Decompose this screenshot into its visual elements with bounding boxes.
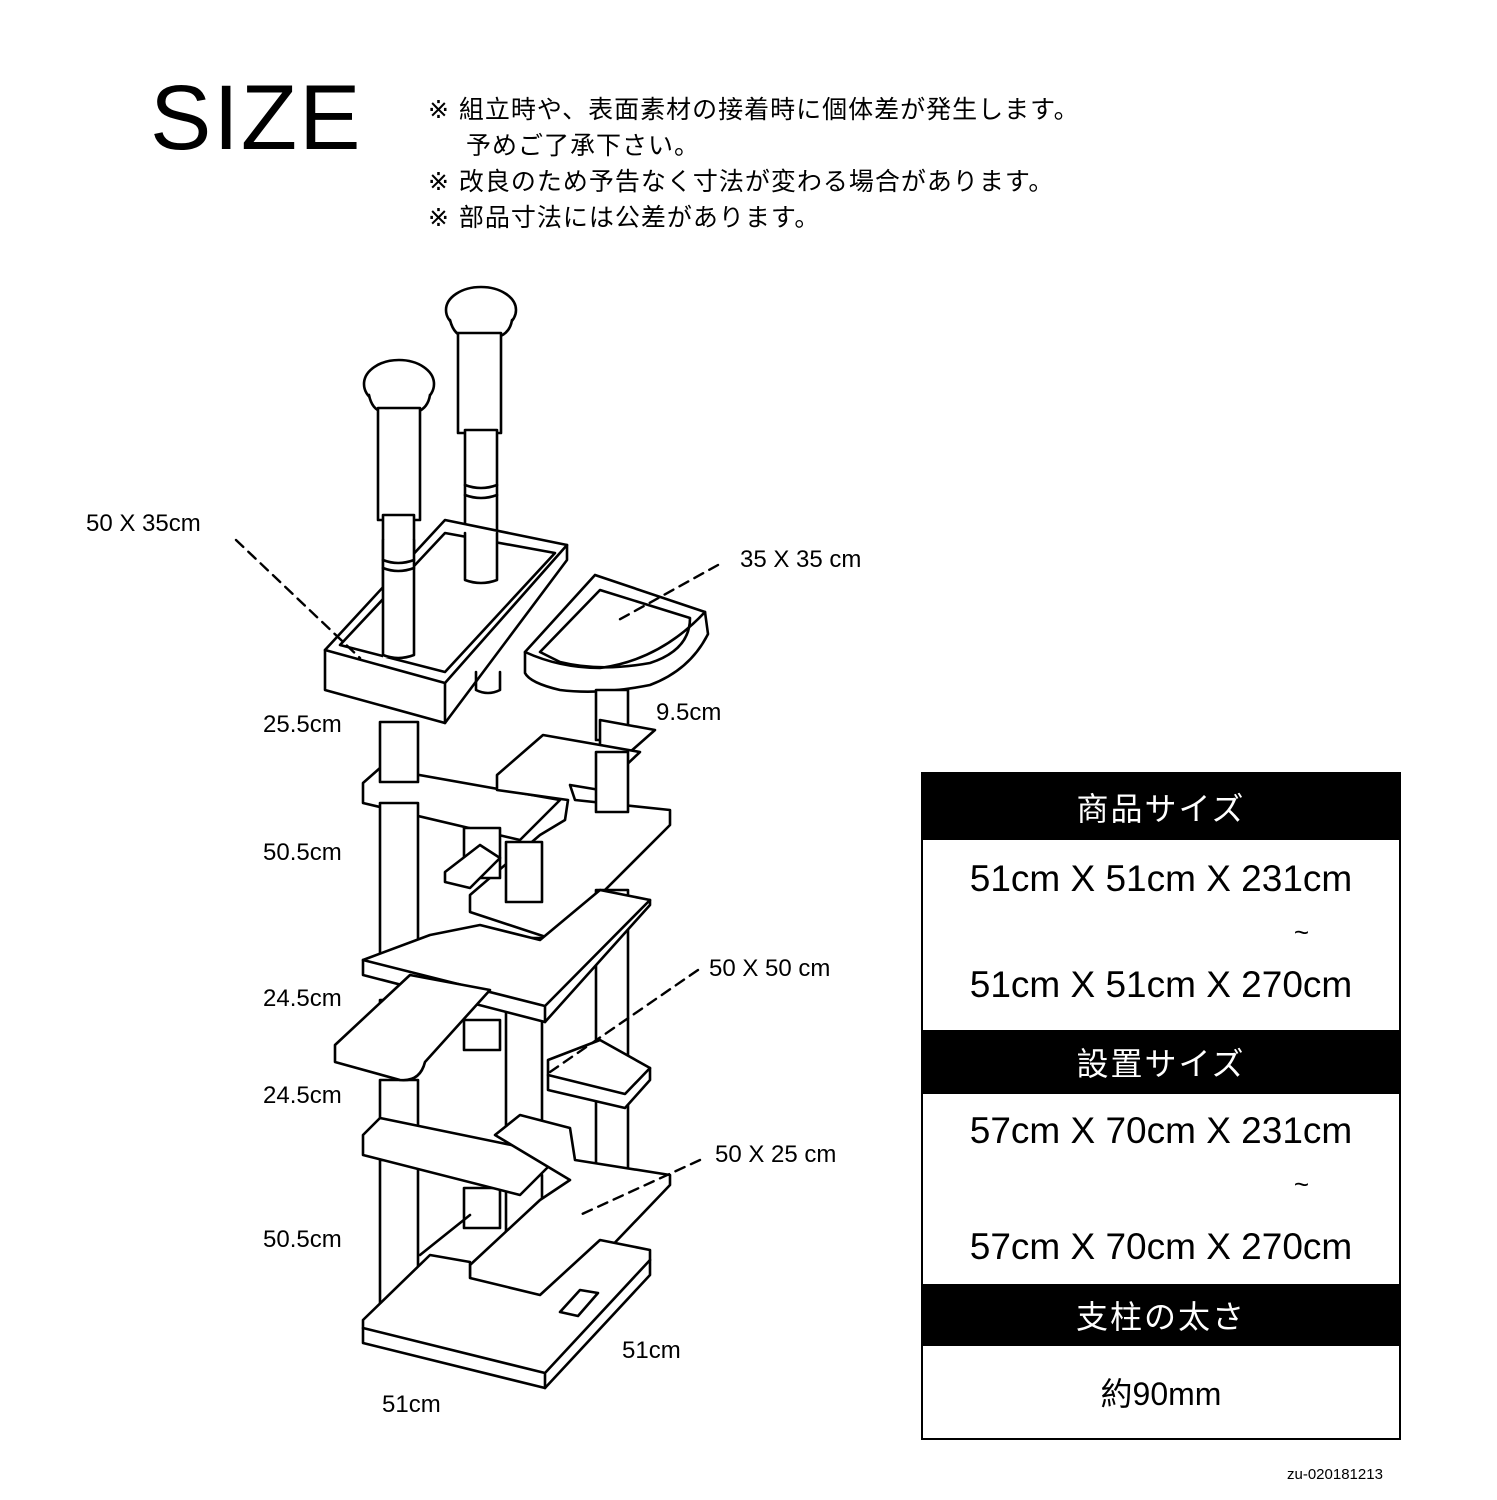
pole-header: 支柱の太さ [923,1284,1399,1346]
label-bowl: 35 X 35 cm [740,546,862,573]
pole-value: 約90mm [1100,1376,1222,1412]
label-base-width: 51cm [382,1391,441,1418]
page-title: SIZE [150,67,363,169]
label-height-1: 25.5cm [263,711,342,738]
product-size-max: 51cm X 51cm X 270cm [969,964,1353,1005]
note-line: ※ 組立時や、表面素材の接着時に個体差が発生します。 [428,95,1080,124]
install-size-min: 57cm X 70cm X 231cm [969,1110,1353,1151]
notes: ※ 組立時や、表面素材の接着時に個体差が発生します。 予めご了承下さい。 ※ 改… [428,92,1080,236]
top-tray [323,518,569,725]
label-base-depth: 51cm [622,1337,681,1364]
product-size-header: 商品サイズ [923,774,1399,840]
label-height-4: 24.5cm [263,1082,342,1109]
label-height-5: 50.5cm [263,1226,342,1253]
label-shelf-50: 50 X 50 cm [709,955,831,982]
bowl-shelf [523,573,710,693]
install-size-tilde: ~ [1293,1169,1309,1199]
product-size-min: 51cm X 51cm X 231cm [969,858,1353,899]
label-shelf-25: 50 X 25 cm [715,1141,837,1168]
label-height-3: 24.5cm [263,985,342,1012]
footer-code: zu-020181213 [1287,1466,1383,1483]
note-line: 予めご了承下さい。 [466,131,701,160]
top-post-right [444,285,518,582]
product-size-tilde: ~ [1293,917,1309,947]
spec-table: 商品サイズ 51cm X 51cm X 231cm ~ 51cm X 51cm … [921,772,1401,1440]
base [361,1213,652,1390]
cat-tower-diagram [234,285,720,1390]
leader-lines [234,538,720,1217]
label-height-bowl: 9.5cm [656,699,722,726]
note-line: ※ 部品寸法には公差があります。 [428,203,821,232]
top-post-left [362,358,436,657]
install-size-max: 57cm X 70cm X 270cm [969,1226,1353,1267]
note-line: ※ 改良のため予告なく寸法が変わる場合があります。 [428,167,1055,196]
label-top-tray: 50 X 35cm [86,510,201,537]
label-height-2: 50.5cm [263,839,342,866]
install-size-header: 設置サイズ [923,1030,1399,1094]
shelf-level-4 [333,973,652,1110]
